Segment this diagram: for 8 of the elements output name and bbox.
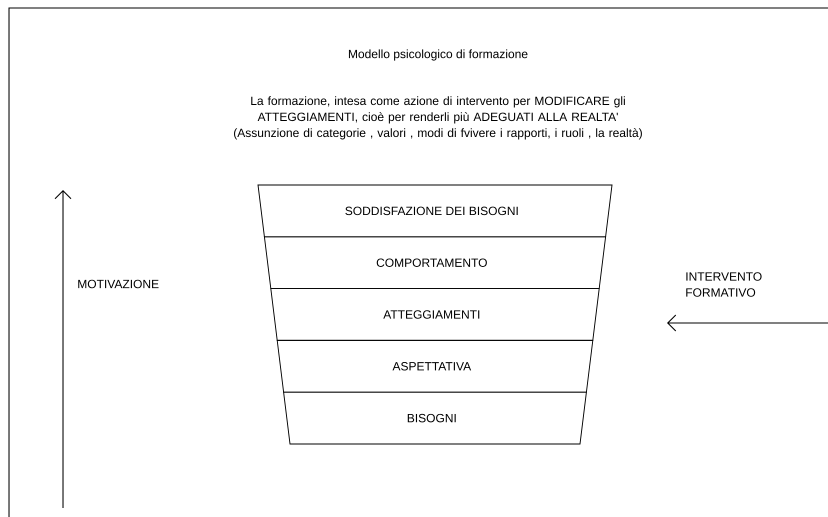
funnel-band: COMPORTAMENTO — [264, 236, 606, 290]
title: Modello psicologico di formazione — [348, 49, 528, 61]
funnel-band: BISOGNI — [283, 392, 587, 444]
description-text: La formazione, intesa come azione di intervento per MODIFICARE gli ATTEGGIAMENTI, cioè per renderli più ADEGUATI ALLA REALTA' (Assunzione di categorie , valori , modi di fvivere i rapporti, i ruoli , la realtà) — [234, 96, 642, 140]
arrow-label: INTERVENTO FORMATIVO — [686, 272, 762, 297]
funnel-band: ATTEGGIAMENTI — [270, 288, 600, 341]
funnel-band: ASPETTATIVA — [276, 340, 594, 393]
axis-label: MOTIVAZIONE — [78, 280, 159, 288]
